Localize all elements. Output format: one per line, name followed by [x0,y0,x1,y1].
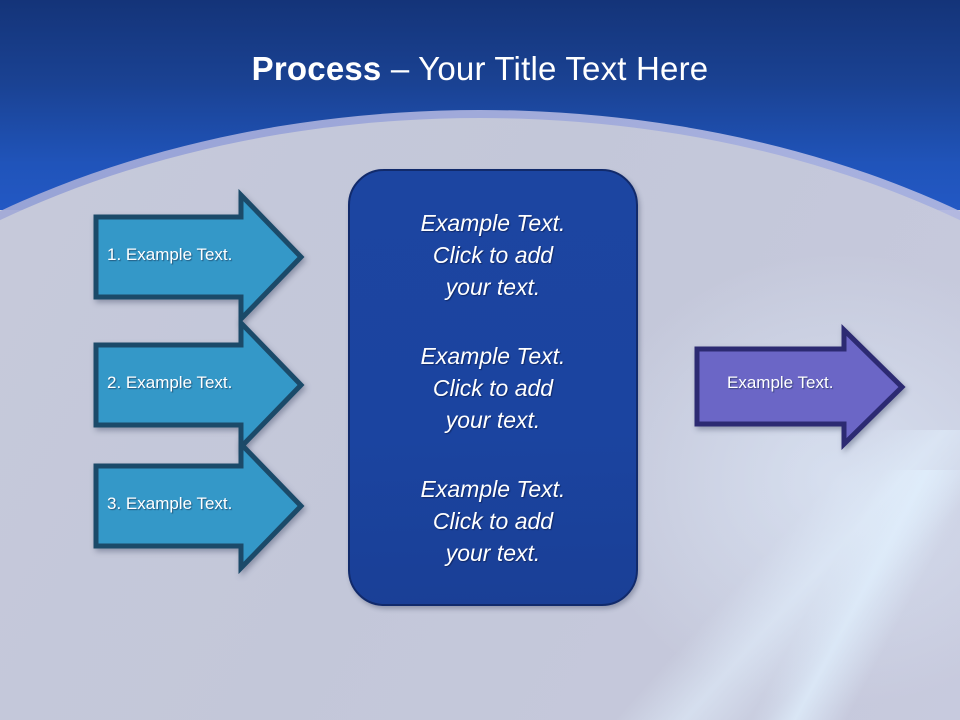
arrow-right-icon [93,437,305,575]
process-detail-panel[interactable]: Example Text. Click to add your text. Ex… [348,169,638,606]
slide-title-bold: Process [251,50,382,87]
step-arrow-1[interactable] [93,188,305,326]
arrow-right-icon [93,316,305,454]
panel-text-block-1[interactable]: Example Text. Click to add your text. [420,209,566,300]
output-arrow[interactable] [694,324,906,450]
panel-text-block-2[interactable]: Example Text. Click to add your text. [420,342,566,433]
step-arrow-3[interactable] [93,437,305,575]
slide-title: Process – Your Title Text Here [0,48,960,90]
arrow-right-icon [93,188,305,326]
slide-title-rest: – Your Title Text Here [381,50,709,87]
step-arrow-2[interactable] [93,316,305,454]
arrow-right-icon [694,324,906,450]
panel-text-block-3[interactable]: Example Text. Click to add your text. [420,475,566,566]
